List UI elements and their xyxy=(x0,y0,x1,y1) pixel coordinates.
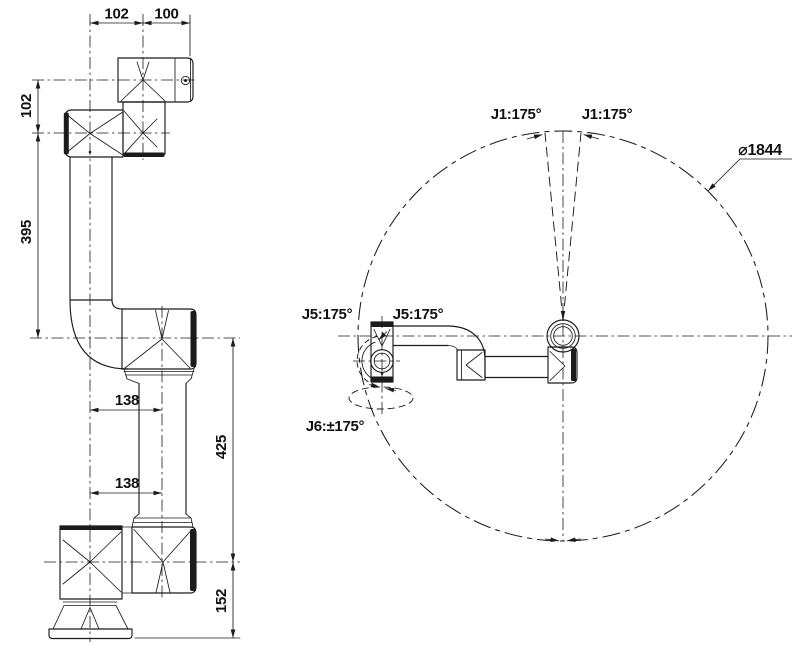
elbow-joint-cylinder xyxy=(121,308,197,384)
envelope-diameter-label: ⌀1844 xyxy=(738,142,782,159)
side-view-centerlines xyxy=(30,14,240,642)
forearm-tube xyxy=(131,382,194,528)
top-view-work-envelope: ⌀1844 xyxy=(302,106,792,543)
dim-label-395-left: 395 xyxy=(18,220,35,244)
dim-label-102-left: 102 xyxy=(18,94,35,118)
joint-range-labels: J1:175° J1:175° J5:175° J5:175° J6:±175° xyxy=(302,106,633,435)
base-block xyxy=(48,525,133,640)
j1-limit-lines xyxy=(526,132,600,543)
base-flange-circle xyxy=(546,319,580,353)
dim-label-102-top: 102 xyxy=(104,6,128,23)
tool-flange-cylinder xyxy=(117,57,194,103)
j1-left-label: J1:175° xyxy=(491,106,542,123)
top-view-centerlines xyxy=(338,131,792,541)
dim-label-138-upper: 138 xyxy=(115,392,139,409)
j5-outer-label: J5:175° xyxy=(302,306,353,323)
top-view-wrist xyxy=(353,316,400,414)
flange-screw-icon xyxy=(180,75,191,86)
j1-right-label: J1:175° xyxy=(582,106,633,123)
top-view-forearm-tube xyxy=(484,355,549,379)
dim-label-100-top: 100 xyxy=(154,6,178,23)
j5-joint-cylinder xyxy=(63,109,124,158)
upper-arm-tube xyxy=(69,156,129,370)
j6-rotation-ellipse xyxy=(348,386,414,410)
dim-label-425-right: 425 xyxy=(213,435,230,459)
envelope-diameter-leader: ⌀1844 xyxy=(707,142,792,192)
top-view-robot-arm xyxy=(353,316,580,414)
top-view-upper-tube xyxy=(392,325,450,347)
side-view-dimensions: 102 100 102 395 138 138 425 152 xyxy=(18,6,236,638)
j5-inner-label: J5:175° xyxy=(393,306,444,323)
top-view-elbow-joint xyxy=(456,349,486,381)
j6-label: J6:±175° xyxy=(306,418,365,435)
wrist-joint-block xyxy=(122,101,166,157)
dim-label-152-right: 152 xyxy=(213,589,230,613)
dim-label-138-lower: 138 xyxy=(115,475,139,492)
top-view-elbow xyxy=(448,325,486,381)
shoulder-joint-cylinder xyxy=(131,526,197,594)
j5-j6-rotation-indicators xyxy=(348,331,414,410)
base-plate xyxy=(48,628,133,640)
side-view-robot-arm: 102 100 102 395 138 138 425 152 xyxy=(18,6,241,642)
